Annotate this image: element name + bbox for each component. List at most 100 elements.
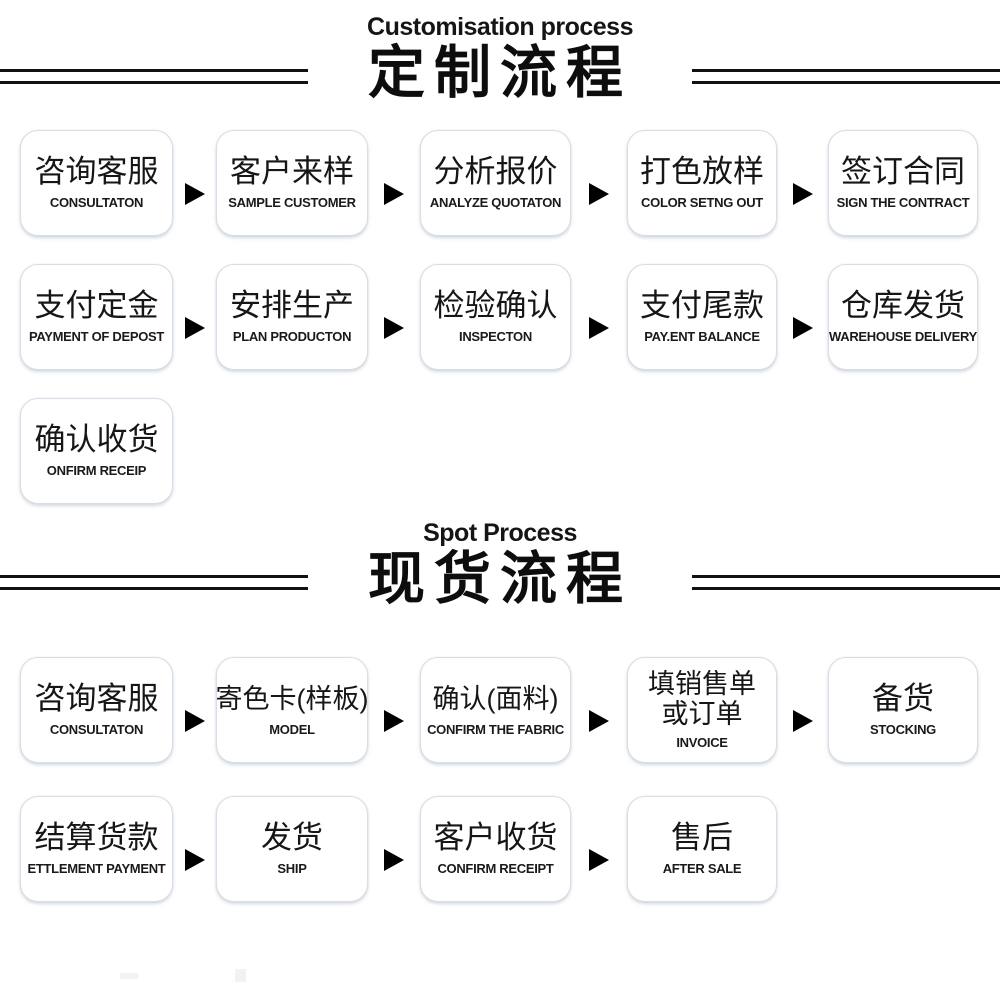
arrow-right-icon bbox=[777, 657, 828, 763]
step-stocking: 备货 STOCKING bbox=[828, 657, 978, 763]
arrow-right-icon bbox=[792, 317, 813, 339]
step-label-zh: 客户来样 bbox=[230, 154, 354, 189]
double-rule-left bbox=[0, 575, 308, 590]
arrow-right-icon bbox=[571, 657, 627, 763]
step-label-zh: 咨询客服 bbox=[34, 154, 159, 189]
step-label-en: PAY.ENT BALANCE bbox=[644, 329, 760, 344]
step-label-zh: 寄色卡(样板) bbox=[215, 684, 369, 714]
step-label-zh: 分析报价 bbox=[433, 154, 558, 189]
step-label-en: ANALYZE QUOTATON bbox=[429, 195, 562, 210]
spot-flow-row-1: 咨询客服 CONSULTATON 寄色卡(样板) MODEL 确认(面料) CO… bbox=[20, 657, 1000, 763]
step-label-zh: 确认(面料) bbox=[432, 684, 559, 714]
step-label-en: CONFIRM RECEIPT bbox=[437, 861, 554, 876]
arrow-right-icon bbox=[184, 317, 205, 339]
arrow-right-icon bbox=[589, 710, 609, 732]
step-label-en: ETTLEMENT PAYMENT bbox=[27, 861, 166, 876]
step-label-zh: 检验确认 bbox=[433, 288, 558, 323]
arrow-right-icon bbox=[173, 130, 216, 236]
step-label-zh: 签订合同 bbox=[841, 154, 965, 189]
step-label-zh: 仓库发货 bbox=[841, 288, 965, 323]
step-confirm-receipt: 确认收货 ONFIRM RECEIP bbox=[20, 398, 173, 504]
step-payment-deposit: 支付定金 PAYMENT OF DEPOST bbox=[20, 264, 173, 370]
step-sample-customer: 客户来样 SAMPLE CUSTOMER bbox=[216, 130, 368, 236]
arrow-right-icon bbox=[384, 849, 404, 871]
arrow-right-icon bbox=[571, 264, 627, 370]
arrow-right-icon bbox=[173, 264, 216, 370]
step-sign-contract: 签订合同 SIGN THE CONTRACT bbox=[828, 130, 978, 236]
step-ship: 发货 SHIP bbox=[216, 796, 368, 902]
page-bottom-artifact bbox=[120, 973, 138, 979]
arrow-right-icon bbox=[589, 183, 609, 205]
arrow-right-icon bbox=[184, 849, 205, 871]
arrow-right-icon bbox=[571, 796, 627, 902]
step-label-en: STOCKING bbox=[870, 722, 936, 737]
step-label-zh: 填销售单 或订单 bbox=[648, 669, 756, 729]
arrow-right-icon bbox=[368, 796, 420, 902]
double-rule-right bbox=[692, 575, 1000, 590]
step-analyze-quotation: 分析报价 ANALYZE QUOTATON bbox=[420, 130, 571, 236]
step-label-zh: 客户收货 bbox=[433, 820, 558, 855]
custom-flow-row-2: 支付定金 PAYMENT OF DEPOST 安排生产 PLAN PRODUCT… bbox=[20, 264, 1000, 370]
arrow-right-icon bbox=[384, 317, 404, 339]
step-label-en: CONFIRM THE FABRIC bbox=[427, 722, 564, 737]
step-after-sale: 售后 AFTER SALE bbox=[627, 796, 777, 902]
step-label-zh: 支付尾款 bbox=[640, 288, 764, 323]
step-label-zh: 确认收货 bbox=[34, 422, 159, 457]
arrow-right-icon bbox=[792, 710, 813, 732]
arrow-right-icon bbox=[589, 849, 609, 871]
step-label-en: PAYMENT OF DEPOST bbox=[28, 329, 165, 344]
step-label-zh: 咨询客服 bbox=[34, 681, 159, 716]
step-confirm-fabric: 确认(面料) CONFIRM THE FABRIC bbox=[420, 657, 571, 763]
section-title-zh: 定制流程 bbox=[368, 41, 632, 105]
arrow-right-icon bbox=[368, 130, 420, 236]
step-consultation: 咨询客服 CONSULTATON bbox=[20, 130, 173, 236]
step-plan-production: 安排生产 PLAN PRODUCTON bbox=[216, 264, 368, 370]
step-label-en: INSPECTON bbox=[459, 329, 532, 344]
step-label-zh: 售后 bbox=[671, 820, 733, 855]
step-label-en: MODEL bbox=[269, 722, 315, 737]
custom-flow-row-1: 咨询客服 CONSULTATON 客户来样 SAMPLE CUSTOMER 分析… bbox=[20, 130, 1000, 236]
step-invoice: 填销售单 或订单 INVOICE bbox=[627, 657, 777, 763]
arrow-right-icon bbox=[384, 710, 404, 732]
arrow-right-icon bbox=[184, 183, 205, 205]
customisation-process-header: Customisation process 定制流程 bbox=[0, 12, 1000, 104]
step-label-en: CONSULTATON bbox=[49, 195, 144, 210]
step-label-zh: 安排生产 bbox=[230, 288, 354, 323]
step-customer-receipt: 客户收货 CONFIRM RECEIPT bbox=[420, 796, 571, 902]
arrow-right-icon bbox=[173, 796, 216, 902]
arrow-right-icon bbox=[589, 317, 609, 339]
section-title-en: Customisation process bbox=[367, 13, 633, 41]
arrow-right-icon bbox=[777, 130, 828, 236]
step-label-en: INVOICE bbox=[676, 735, 728, 750]
arrow-right-icon bbox=[368, 264, 420, 370]
step-label-en: CONSULTATON bbox=[49, 722, 144, 737]
section-title-zh: 现货流程 bbox=[368, 547, 632, 611]
step-label-zh: 结算货款 bbox=[34, 820, 159, 855]
spot-process-header: Spot Process 现货流程 bbox=[0, 518, 1000, 610]
spot-flow-row-2: 结算货款 ETTLEMENT PAYMENT 发货 SHIP 客户收货 CONF… bbox=[20, 796, 1000, 902]
double-rule-left bbox=[0, 69, 308, 84]
custom-flow-row-3: 确认收货 ONFIRM RECEIP bbox=[20, 398, 1000, 504]
arrow-right-icon bbox=[571, 130, 627, 236]
arrow-right-icon bbox=[792, 183, 813, 205]
arrow-right-icon bbox=[173, 657, 216, 763]
step-label-zh: 打色放样 bbox=[640, 154, 764, 189]
step-label-zh: 发货 bbox=[261, 820, 323, 855]
arrow-right-icon bbox=[368, 657, 420, 763]
step-label-en: PLAN PRODUCTON bbox=[232, 329, 352, 344]
step-inspection: 检验确认 INSPECTON bbox=[420, 264, 571, 370]
step-label-zh: 备货 bbox=[872, 681, 934, 716]
step-payment-balance: 支付尾款 PAY.ENT BALANCE bbox=[627, 264, 777, 370]
arrow-right-icon bbox=[777, 264, 828, 370]
step-settlement-payment: 结算货款 ETTLEMENT PAYMENT bbox=[20, 796, 173, 902]
step-send-color-card: 寄色卡(样板) MODEL bbox=[215, 657, 369, 763]
arrow-right-icon bbox=[384, 183, 404, 205]
step-consultation: 咨询客服 CONSULTATON bbox=[20, 657, 173, 763]
step-label-en: SHIP bbox=[277, 861, 307, 876]
step-label-zh: 支付定金 bbox=[34, 288, 159, 323]
step-label-en: COLOR SETNG OUT bbox=[641, 195, 763, 210]
page-bottom-artifact bbox=[235, 969, 246, 982]
step-label-en: SIGN THE CONTRACT bbox=[836, 195, 970, 210]
step-warehouse-delivery: 仓库发货 WAREHOUSE DELIVERY bbox=[828, 264, 978, 370]
double-rule-right bbox=[692, 69, 1000, 84]
